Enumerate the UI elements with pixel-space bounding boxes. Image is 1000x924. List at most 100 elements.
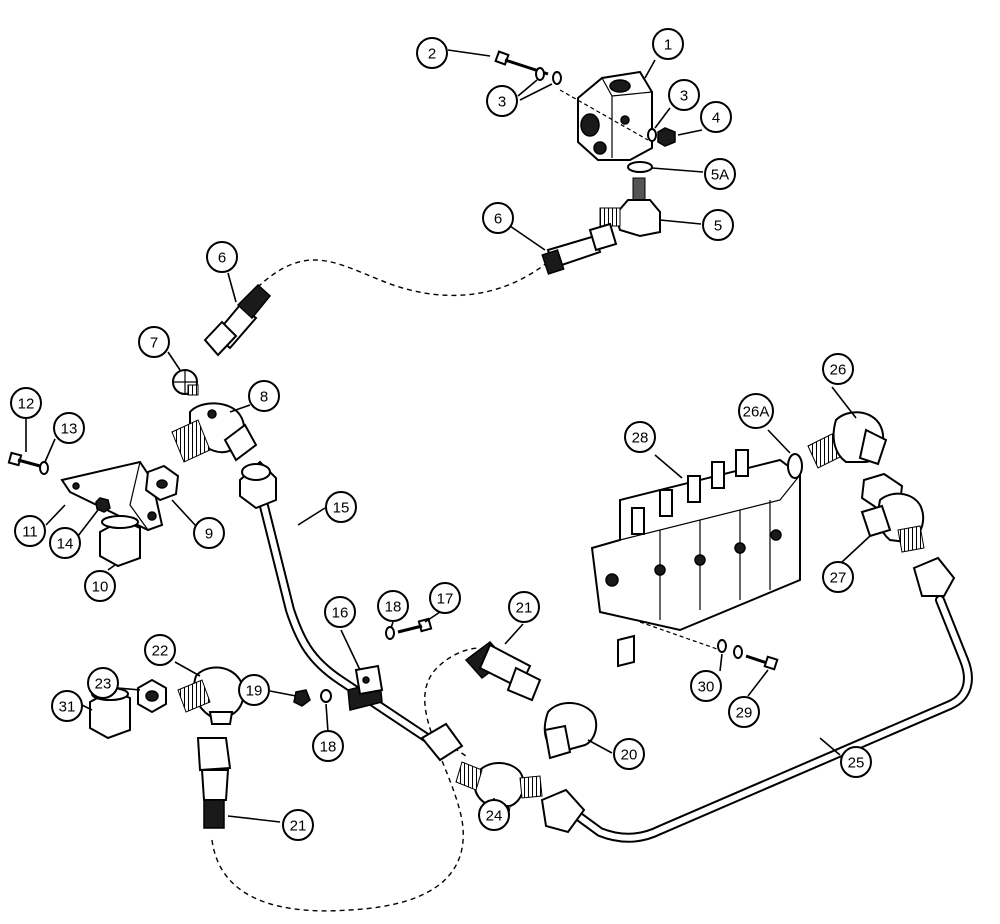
callout-19: 19 <box>238 674 270 706</box>
nut-part-9 <box>144 464 180 502</box>
callout-number: 18 <box>385 599 402 616</box>
callout-circle <box>728 696 760 728</box>
callout-number: 22 <box>152 643 169 660</box>
callout-circle <box>482 202 514 234</box>
hose-end-part-6-right <box>541 222 618 275</box>
callout-circle <box>14 515 46 547</box>
callout-23: 23 <box>87 667 119 699</box>
callout-6: 6 <box>206 241 238 273</box>
callout-9: 9 <box>193 517 225 549</box>
callout-circle <box>144 634 176 666</box>
callout-3: 3 <box>486 85 518 117</box>
callout-circle <box>324 596 356 628</box>
callout-number: 20 <box>621 747 638 764</box>
callout-circle <box>486 85 518 117</box>
callout-26A: 26A <box>738 393 774 429</box>
cap-part-10 <box>99 515 141 568</box>
leader-lines <box>25 49 871 823</box>
hose-end-part-21-lower <box>196 737 232 829</box>
callout-circle <box>87 667 119 699</box>
callout-number: 24 <box>486 808 503 825</box>
callout-number: 31 <box>59 699 76 716</box>
washer-part-13 <box>39 461 49 475</box>
hose-routing-dashed-upper <box>244 259 549 301</box>
washer-part-18-lower <box>320 689 332 703</box>
callout-number: 18 <box>320 739 337 756</box>
callout-circle <box>51 690 83 722</box>
callout-12: 12 <box>10 387 42 419</box>
callout-number: 1 <box>664 37 672 54</box>
callout-7: 7 <box>138 326 170 358</box>
callout-18: 18 <box>377 590 409 622</box>
washer-part-30-b <box>733 645 743 659</box>
callout-circle <box>429 582 461 614</box>
elbow-fitting-part-26 <box>807 411 888 469</box>
callout-number: 17 <box>437 591 454 608</box>
callout-number: 2 <box>428 46 436 63</box>
callout-number: 25 <box>848 755 865 772</box>
elbow-part-22 <box>177 666 245 725</box>
callout-number: 23 <box>95 676 112 693</box>
callout-number: 15 <box>333 500 350 517</box>
callout-22: 22 <box>144 634 176 666</box>
callout-circle <box>10 387 42 419</box>
callout-circle <box>416 37 448 69</box>
callout-31: 31 <box>51 690 83 722</box>
tube-part-25 <box>540 556 973 843</box>
callout-number: 29 <box>736 705 753 722</box>
callout-number: 4 <box>712 110 720 127</box>
callout-circle <box>312 730 344 762</box>
washer-part-3-right <box>647 128 657 142</box>
callout-circle <box>325 491 357 523</box>
callout-11: 11 <box>14 515 46 547</box>
callout-16: 16 <box>324 596 356 628</box>
callout-number: 16 <box>332 605 349 622</box>
callout-30: 30 <box>690 670 722 702</box>
plug-part-7 <box>172 369 199 396</box>
bolt-part-29 <box>745 654 779 671</box>
callout-5: 5 <box>702 209 734 241</box>
callout-circle <box>53 412 85 444</box>
callout-10: 10 <box>84 570 116 602</box>
bolt-part-17 <box>397 617 433 634</box>
bracket-part-11 <box>60 460 164 532</box>
control-valve-bank-part-28 <box>590 449 801 668</box>
nut-part-4 <box>657 127 676 147</box>
callout-circle <box>84 570 116 602</box>
callout-number: 26A <box>743 404 770 421</box>
callout-circle <box>613 738 645 770</box>
o-ring-part-5a <box>627 161 653 173</box>
callout-circle <box>206 241 238 273</box>
callout-number: 8 <box>260 389 268 406</box>
callout-number: 27 <box>830 570 847 587</box>
washer-part-3-left-a <box>535 67 545 81</box>
tube-part-15 <box>239 460 435 745</box>
clamp-part-16 <box>347 664 384 711</box>
callout-circle <box>193 517 225 549</box>
callout-circle <box>248 380 280 412</box>
callout-25: 25 <box>840 746 872 778</box>
callout-number: 9 <box>205 526 213 543</box>
callout-circle <box>138 326 170 358</box>
callout-18: 18 <box>312 730 344 762</box>
callout-circle <box>652 28 684 60</box>
washer-part-30-a <box>717 639 727 653</box>
callout-number: 5 <box>714 218 722 235</box>
callout-28: 28 <box>624 421 656 453</box>
nut-part-23-bore <box>145 690 159 702</box>
callout-number: 26 <box>830 362 847 379</box>
callout-24: 24 <box>478 799 510 831</box>
callout-number: 6 <box>494 211 502 228</box>
tee-fitting-part-27 <box>860 472 925 553</box>
callout-number: 19 <box>246 683 263 700</box>
callout-27: 27 <box>822 561 854 593</box>
callout-circle <box>238 674 270 706</box>
callout-number: 13 <box>61 421 78 438</box>
callout-number: 21 <box>516 600 533 617</box>
washer-part-3-left-b <box>552 71 562 85</box>
hose-end-part-21-upper <box>464 640 542 702</box>
callout-circle <box>624 421 656 453</box>
nut-part-14 <box>95 497 111 513</box>
callout-circle <box>700 101 732 133</box>
callout-8: 8 <box>248 380 280 412</box>
